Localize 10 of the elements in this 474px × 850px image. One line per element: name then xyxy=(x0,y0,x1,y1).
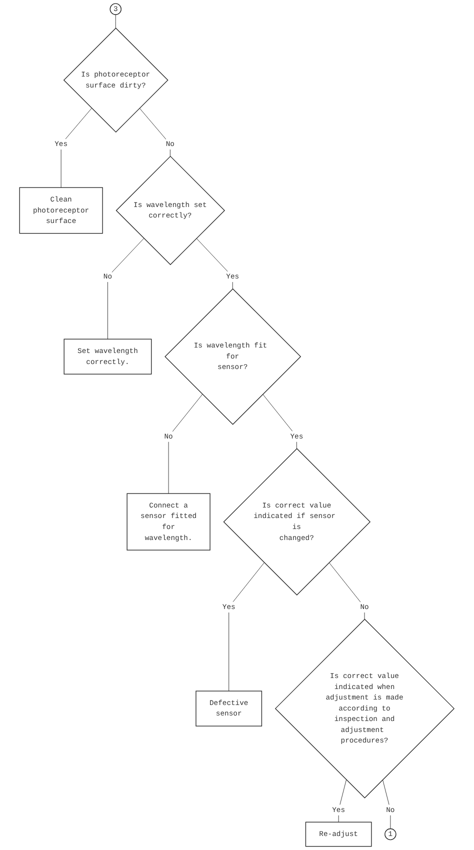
connector xyxy=(329,562,365,620)
connector xyxy=(262,394,298,449)
connector xyxy=(139,108,171,157)
connector xyxy=(228,562,265,692)
connector xyxy=(196,238,234,290)
connector xyxy=(108,238,144,340)
connector xyxy=(61,108,92,188)
connector xyxy=(382,780,391,829)
connector xyxy=(338,780,347,822)
connector xyxy=(168,394,203,494)
